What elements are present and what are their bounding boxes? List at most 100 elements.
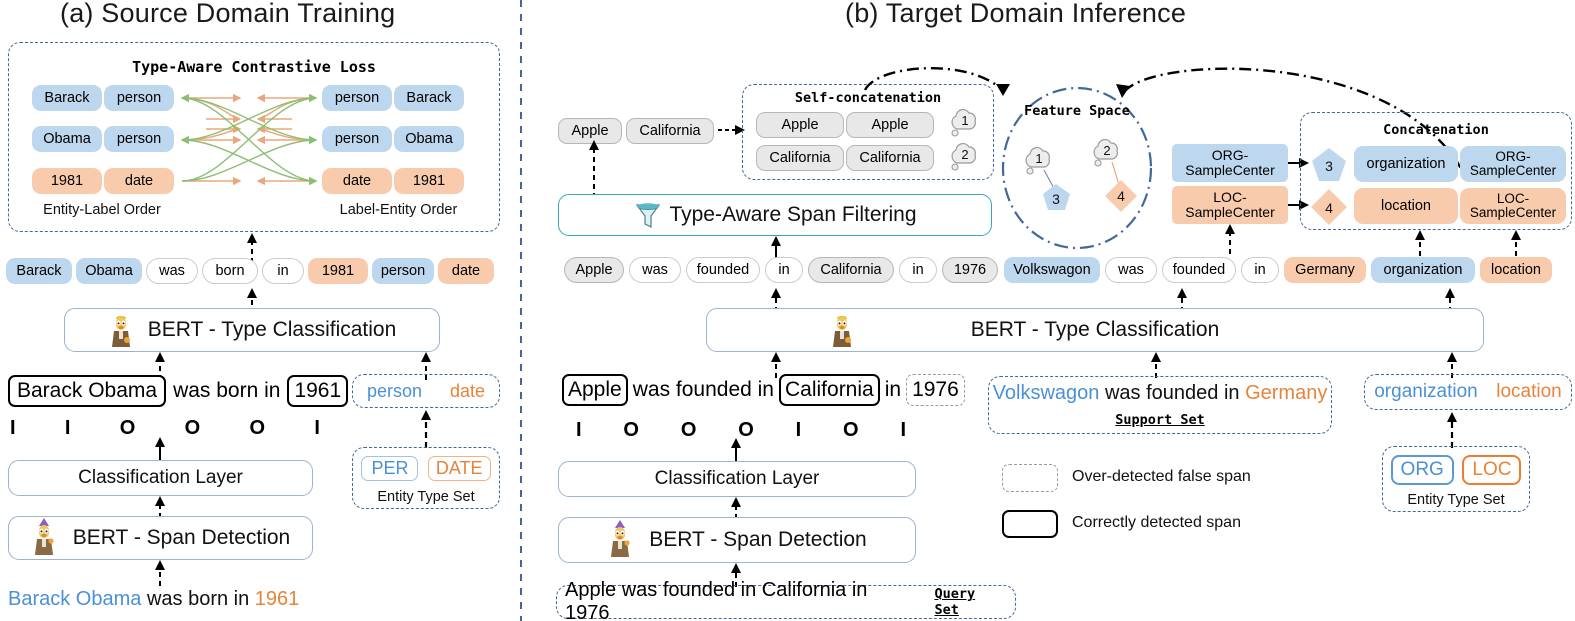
concat-right-line2: SampleCenter — [1469, 205, 1557, 220]
type-aware-span-filtering[interactable]: Type-Aware Span Filtering — [558, 194, 992, 236]
label-chip: person — [322, 126, 392, 152]
contrastive-loss-box — [8, 42, 500, 232]
arrow-spans-to-selfconcat — [718, 125, 745, 135]
token-chip: founded — [686, 257, 760, 283]
bio-tag: I — [314, 417, 320, 439]
entity-chip: 1981 — [32, 168, 102, 194]
over-detected-span-dashed: 1976 — [906, 374, 965, 406]
classification-layer-a[interactable]: Classification Layer — [8, 460, 313, 496]
bio-tag: O — [184, 417, 201, 439]
arrow-filtering-to-spans — [589, 140, 599, 198]
panel-a-title: (a) Source Domain Training — [60, 0, 396, 28]
type-hint-right: location — [1496, 381, 1562, 402]
arrow-loc-center-to-concat — [1288, 200, 1309, 210]
token-chip: Barack — [6, 258, 72, 284]
self-concat-row-1: California California — [756, 145, 934, 171]
bert-span-label-b: BERT - Span Detection — [649, 528, 867, 551]
token-chip: was — [629, 257, 681, 283]
bio-tag: O — [249, 417, 266, 439]
bert-type-classification-b[interactable]: BERT - Type Classification — [706, 308, 1484, 352]
legend-dashed-label: Over-detected false span — [1072, 468, 1251, 485]
bert-type-classification-a[interactable]: BERT - Type Classification — [64, 308, 440, 352]
arrow-org-center-to-concat — [1288, 158, 1309, 168]
arrow-loc-token-to-concat — [1511, 230, 1521, 256]
cloud-marker-1-text: 1 — [961, 113, 968, 128]
arrow-typehint-to-bert-b — [1447, 352, 1457, 378]
legend-solid-label: Correctly detected span — [1072, 514, 1241, 531]
bio-tag: O — [623, 419, 639, 441]
concatenation-box — [1300, 112, 1572, 230]
self-concat-left-chip: California — [756, 145, 844, 171]
bio-tag: O — [738, 419, 754, 441]
classification-layer-b[interactable]: Classification Layer — [558, 461, 916, 497]
input-date-text: 1961 — [254, 588, 300, 610]
diamond-marker-4-text: 4 — [1117, 188, 1125, 204]
panel-a-entity-type-set-caption: Entity Type Set — [377, 489, 475, 505]
label-chip: person — [104, 85, 174, 111]
filtered-spans-row: Apple California — [558, 118, 714, 144]
panel-a-token-row: Barack Obama was born in 1981 person dat… — [6, 258, 494, 284]
type-chip-per: PER — [361, 456, 419, 481]
concat-pentagon-marker-3: 3 — [1312, 148, 1346, 181]
panel-a-detected-sentence: Barack Obama was born in 1961 — [8, 375, 349, 407]
arrow-support-to-bert-b — [1151, 352, 1161, 378]
panel-b-type-hint-box: organization location — [1364, 374, 1572, 410]
query-set-sentence: Apple was founded in California in 1976 — [565, 579, 868, 621]
bert-span-label-a: BERT - Span Detection — [72, 526, 291, 549]
entity-chip: 1981 — [394, 168, 464, 194]
type-chip-date: DATE — [427, 456, 491, 481]
panel-b-token-row-right: Volkswagon was founded in Germany organi… — [1004, 257, 1552, 283]
support-middle-text: was founded in — [1104, 382, 1240, 404]
sentence-middle-text-2: in — [884, 378, 902, 401]
token-chip: was — [1105, 257, 1157, 283]
token-chip: in — [899, 257, 937, 283]
arrow-query-to-bert-b — [771, 352, 781, 378]
bert-mascot-party-icon — [34, 518, 54, 555]
loc-sample-center: LOC- SampleCenter — [1172, 186, 1288, 224]
self-concat-right-chip: California — [846, 145, 934, 171]
bio-tag: I — [576, 419, 582, 441]
arrow-typeset-to-hint-b — [1447, 412, 1457, 448]
classification-layer-label-a: Classification Layer — [78, 467, 243, 488]
concat-right-chip: LOC- SampleCenter — [1460, 188, 1566, 224]
bio-tag: O — [119, 417, 136, 439]
entity-chip: Obama — [394, 126, 464, 152]
type-chip-org: ORG — [1390, 455, 1454, 485]
entity-label-row-0: Barack person — [32, 85, 174, 111]
entity-label-row-2: 1981 date — [32, 168, 174, 194]
token-chip: Apple — [564, 257, 624, 283]
panel-b-entity-type-set — [1382, 446, 1530, 512]
concat-marker-4-text: 4 — [1325, 200, 1333, 216]
arrow-tokens-to-filtering — [771, 236, 781, 258]
support-location-text: Germany — [1245, 382, 1328, 404]
support-set-sentence: Volkswagon was founded in Germany — [988, 382, 1332, 405]
concat-right-chip: ORG- SampleCenter — [1460, 146, 1566, 182]
panel-b-type-chips: ORG LOC — [1382, 455, 1530, 485]
panel-a-type-hint-box: person date — [352, 374, 500, 408]
fs-cloud-1-text: 1 — [1035, 151, 1042, 166]
token-chip: organization — [1371, 257, 1475, 283]
concat-row-1: location LOC- SampleCenter — [1354, 188, 1566, 224]
pentagon-marker-3-text: 3 — [1052, 191, 1060, 207]
token-chip: Volkswagon — [1004, 257, 1100, 283]
bert-span-detection-a[interactable]: BERT - Span Detection — [8, 516, 313, 560]
bert-mascot-icon — [833, 316, 851, 347]
entity-label-row-1: Obama person — [32, 126, 174, 152]
detected-span-solid: California — [779, 374, 880, 406]
feature-space-circle — [1001, 86, 1153, 250]
label-entity-order-caption: Label-Entity Order — [339, 202, 458, 218]
concat-right-line1: ORG- — [1495, 148, 1531, 164]
arrow-bertspan-to-classlayer-a — [155, 496, 165, 518]
org-sample-center-line2: SampleCenter — [1185, 162, 1275, 178]
label-entity-row-0: person Barack — [322, 85, 464, 111]
token-chip: born — [202, 258, 258, 284]
label-chip: date — [322, 168, 392, 194]
contrastive-loss-heading: Type-Aware Contrastive Loss — [132, 58, 376, 76]
label-chip: person — [322, 85, 392, 111]
concatenation-heading: Concatenation — [1383, 122, 1489, 138]
feature-space-points: 3 4 1 2 — [1025, 138, 1137, 212]
type-hint-left: organization — [1374, 381, 1478, 402]
bert-span-detection-b[interactable]: BERT - Span Detection — [558, 517, 916, 563]
org-sample-center-line1: ORG- — [1211, 147, 1249, 164]
concat-marker-3-text: 3 — [1325, 158, 1333, 174]
